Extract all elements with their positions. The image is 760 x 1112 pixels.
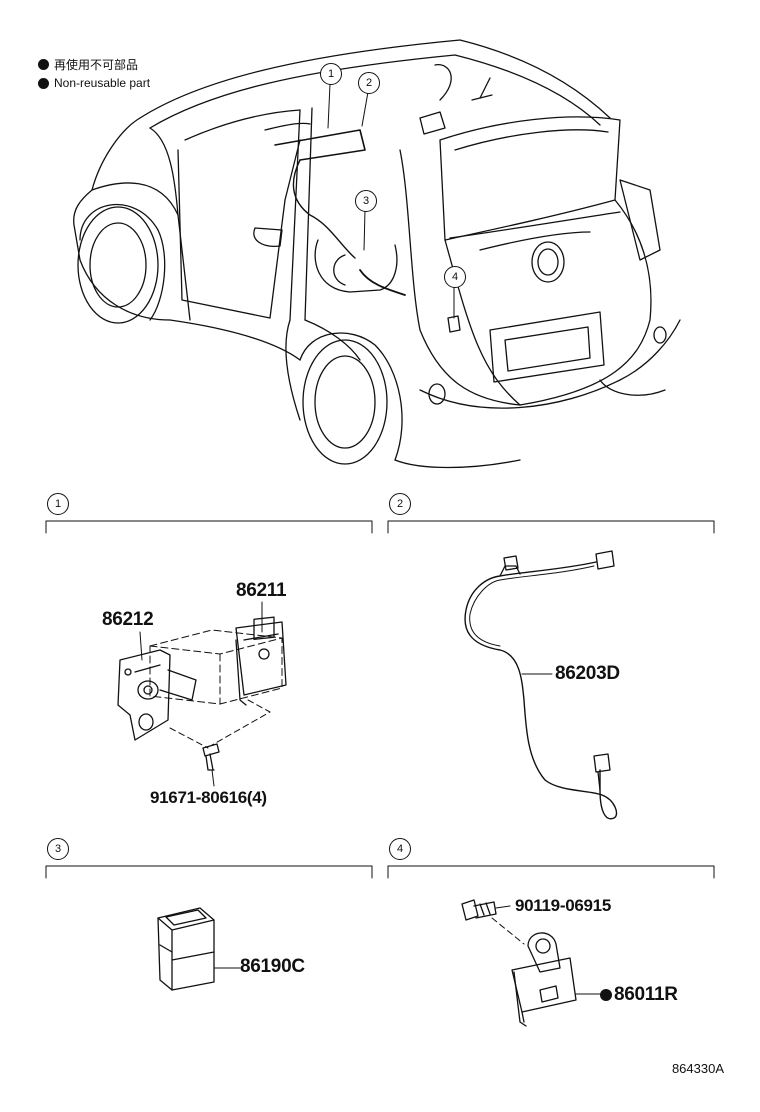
part-label-86011R: 86011R: [614, 984, 678, 1005]
legend-japanese-row: 再使用不可部品: [38, 56, 138, 73]
part-label-86203D: 86203D: [555, 663, 620, 684]
vehicle-illustration: [73, 39, 681, 469]
part-label-90119-06915: 90119-06915: [515, 896, 611, 915]
part-label-86211: 86211: [236, 580, 287, 601]
callout-4: 4: [444, 266, 466, 288]
callout-1: 1: [320, 63, 342, 85]
computer-bracket-assembly: [117, 601, 287, 787]
legend-english-text: Non-reusable part: [54, 76, 151, 90]
section-frames: [45, 520, 715, 879]
callout-2: 2: [358, 72, 380, 94]
callout-leaders: [327, 83, 455, 319]
part-label-86011R-row: 86011R: [600, 984, 678, 1006]
legend-japanese-text: 再使用不可部品: [54, 58, 139, 72]
section-3-badge: 3: [47, 838, 69, 860]
section-1-badge: 1: [47, 493, 69, 515]
part-label-86212: 86212: [102, 609, 154, 630]
switch-86190C: [157, 907, 241, 991]
bullet-icon: [38, 77, 49, 89]
non-reusable-bullet-icon: [600, 989, 612, 1001]
diagram-code: 864330A: [671, 1061, 724, 1076]
legend-english-row: Non-reusable part: [38, 76, 150, 90]
section-2-badge: 2: [389, 493, 411, 515]
part-label-91671-80616: 91671-80616(4): [150, 788, 267, 807]
wire-harness-86203D: [464, 550, 618, 820]
bullet-icon: [38, 59, 49, 70]
callout-3: 3: [355, 190, 377, 212]
part-label-86190C: 86190C: [240, 956, 305, 977]
section-4-badge: 4: [389, 838, 411, 860]
sensor-86011R: [461, 899, 601, 1027]
